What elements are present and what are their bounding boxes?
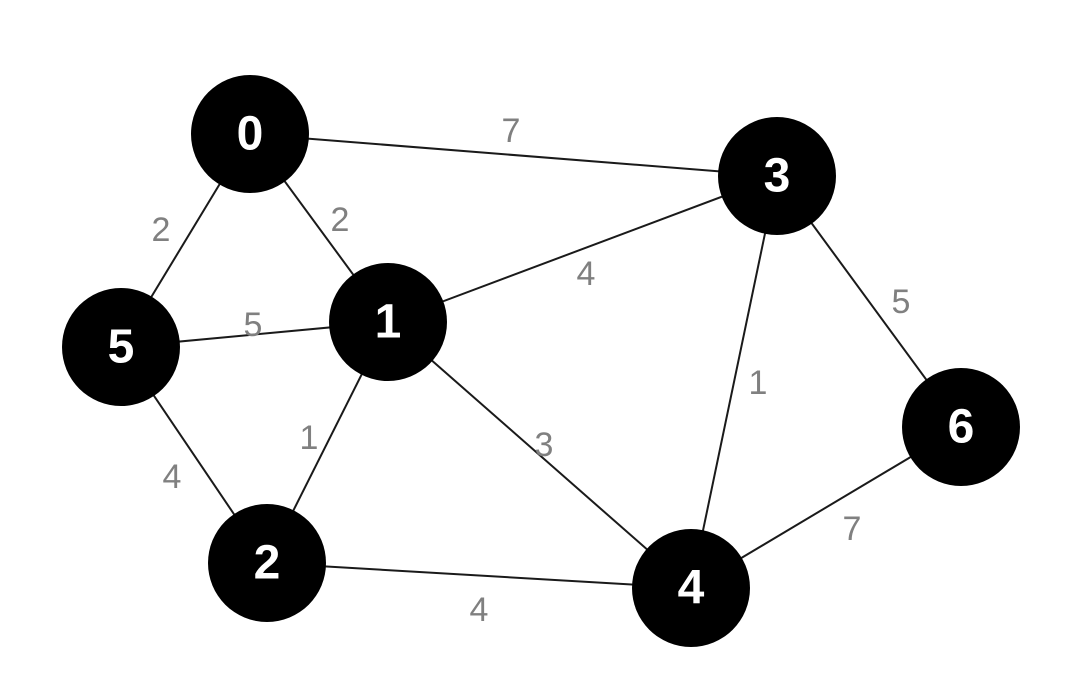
node-6-circle	[902, 368, 1020, 486]
node-1: 1	[329, 263, 447, 381]
edge-1-4	[387, 321, 692, 589]
node-6: 6	[902, 368, 1020, 486]
edge-weight-2-4: 4	[470, 591, 489, 629]
edge-weight-1-2: 1	[300, 419, 319, 457]
node-3-label: 3	[764, 150, 791, 203]
node-2: 2	[208, 504, 326, 622]
edge-weight-1-5: 5	[244, 306, 263, 344]
node-3-circle	[718, 117, 836, 235]
edge-weight-0-3: 7	[502, 112, 521, 150]
edge-2-4	[266, 562, 692, 589]
node-1-circle	[329, 263, 447, 381]
node-4-circle	[632, 529, 750, 647]
edge-weight-1-3: 4	[577, 255, 596, 293]
node-5: 5	[62, 288, 180, 406]
edge-weight-3-4: 1	[749, 364, 768, 402]
edge-0-3	[249, 133, 778, 177]
node-2-circle	[208, 504, 326, 622]
nodes-layer: 0 1 2 3 4 5 6	[62, 75, 1020, 647]
node-4-label: 4	[678, 562, 705, 615]
node-0: 0	[191, 75, 309, 193]
edge-weight-0-1: 2	[331, 201, 350, 239]
edge-labels-layer: 2 2 7 5 4 1 3 4 4 1 5 7	[152, 112, 911, 629]
node-4: 4	[632, 529, 750, 647]
node-5-circle	[62, 288, 180, 406]
edge-1-3	[387, 175, 778, 323]
node-3: 3	[718, 117, 836, 235]
edge-weight-1-4: 3	[535, 426, 554, 464]
edge-weight-3-6: 5	[892, 283, 911, 321]
node-2-label: 2	[254, 537, 281, 590]
edge-weight-4-6: 7	[843, 510, 862, 548]
edge-3-4	[690, 175, 778, 589]
node-1-label: 1	[375, 296, 402, 349]
node-0-label: 0	[237, 108, 264, 161]
node-0-circle	[191, 75, 309, 193]
edge-weight-5-2: 4	[163, 458, 182, 496]
edge-weight-0-5: 2	[152, 211, 171, 249]
node-5-label: 5	[108, 321, 135, 374]
node-6-label: 6	[948, 401, 975, 454]
